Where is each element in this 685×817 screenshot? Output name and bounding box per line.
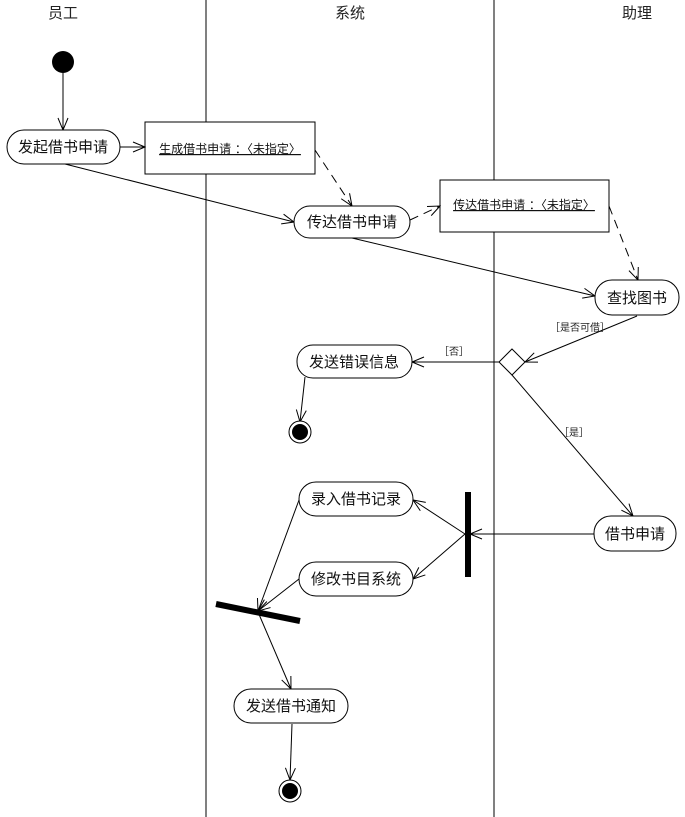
action-find-label: 查找图书 <box>607 289 667 307</box>
action-find-book <box>594 279 680 316</box>
flow-error-to-final <box>300 376 305 422</box>
action-modify-catalog <box>298 561 414 597</box>
flow-fork-to-modify <box>413 533 466 579</box>
flow-transmit-to-object <box>409 206 440 221</box>
lane-label-employee: 员工 <box>48 4 78 22</box>
action-record-borrow <box>298 481 414 517</box>
guard-available: ［是否可借］ <box>550 322 610 334</box>
action-modify-label: 修改书目系统 <box>311 570 401 588</box>
flow-object-to-find <box>608 205 638 280</box>
action-error-label: 发送错误信息 <box>309 353 399 371</box>
object-transmit-request <box>439 179 610 233</box>
action-transmit-request <box>293 205 411 239</box>
flow-decision-to-request <box>511 374 633 516</box>
object-transmit-label: 传达借书申请 ：〈未指定〉 <box>453 197 595 212</box>
join-bar <box>215 601 301 624</box>
final-node-end <box>278 779 302 803</box>
action-borrow-request <box>593 515 677 552</box>
flow-modify-to-join <box>258 578 300 611</box>
action-request-label: 借书申请 <box>605 525 665 543</box>
flow-generate-to-transmit <box>314 149 352 206</box>
action-send-error <box>296 344 413 379</box>
flow-fork-to-record <box>413 500 466 535</box>
object-generate-request <box>144 121 316 175</box>
fork-bar <box>465 492 471 577</box>
flow-record-to-join <box>258 499 300 611</box>
action-notify-label: 发送借书通知 <box>246 697 336 715</box>
lane-label-system: 系统 <box>335 4 365 22</box>
lane-label-assistant: 助理 <box>622 4 652 22</box>
guard-no: ［否］ <box>439 346 469 358</box>
action-transmit-label: 传达借书申请 <box>307 213 397 231</box>
decision-node <box>498 348 526 376</box>
action-send-notice <box>233 688 349 724</box>
initial-node <box>52 51 74 73</box>
flow-transmit-to-find <box>351 237 595 296</box>
flow-initiate-to-transmit <box>64 163 294 222</box>
flow-find-to-decision <box>525 315 638 362</box>
object-generate-label: 生成借书申请 ：〈未指定〉 <box>159 141 301 156</box>
flow-notify-to-final <box>290 723 292 780</box>
guard-yes: ［是］ <box>559 427 589 439</box>
action-initiate-label: 发起借书申请 <box>18 138 108 156</box>
final-node-error <box>288 420 312 444</box>
flow-join-to-notify <box>257 611 291 689</box>
action-initiate-request <box>6 129 121 165</box>
action-record-label: 录入借书记录 <box>311 490 401 508</box>
